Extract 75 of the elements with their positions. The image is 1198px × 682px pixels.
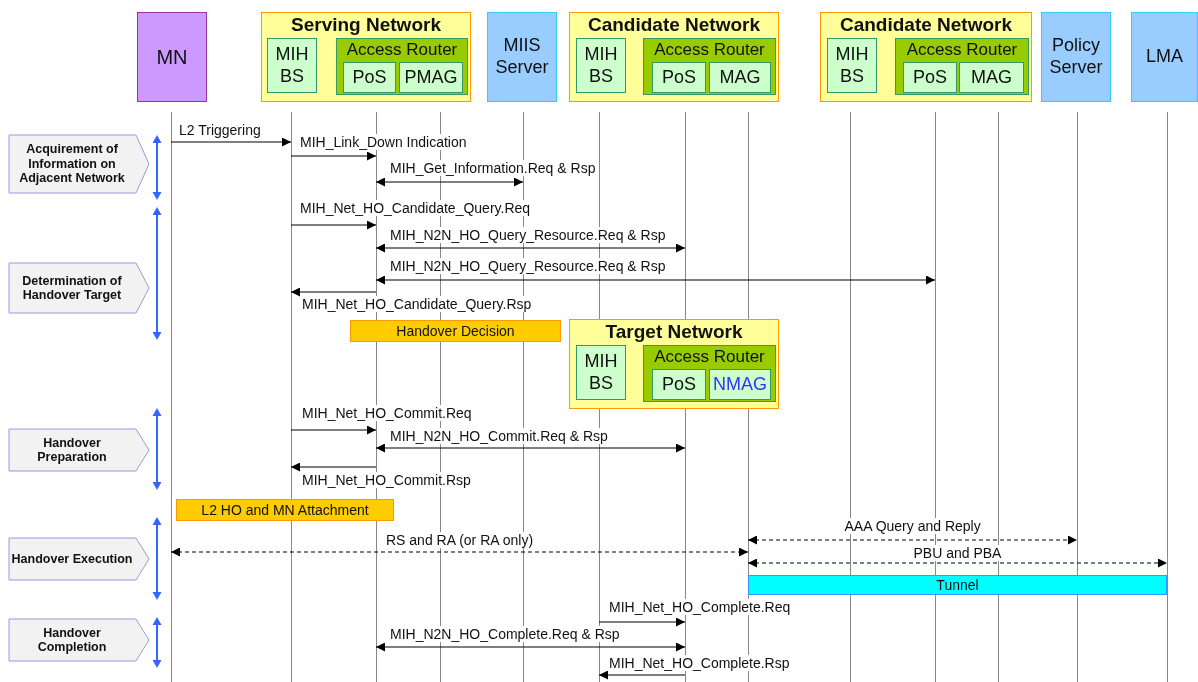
- phase-pentagon: Handover Preparation: [8, 428, 150, 472]
- arrow: [290, 287, 377, 297]
- arrow: [290, 220, 377, 230]
- arrow: [598, 617, 686, 627]
- edge-label: MIH_N2N_HO_Commit.Req & Rsp: [389, 428, 609, 444]
- arrow: [375, 642, 686, 652]
- edge-label: MIH_N2N_HO_Query_Resource.Req & Rsp: [389, 258, 667, 274]
- edge-label: MIH_Get_Information.Req & Rsp: [389, 160, 597, 176]
- phase-pentagon: Handover Completion: [8, 618, 150, 662]
- edge-label: PBU and PBA: [912, 545, 1003, 561]
- phase-pentagon: Handover Execution: [8, 537, 150, 581]
- component-box: PoS: [652, 369, 706, 400]
- lifeline: [1076, 112, 1079, 682]
- phase-pentagon: Determination of Handover Target: [8, 262, 150, 314]
- group-title: Access Router: [345, 40, 459, 61]
- edge-label: MIH_N2N_HO_Complete.Req & Rsp: [389, 626, 621, 642]
- arrow: [170, 547, 749, 557]
- component-box: PoS: [652, 62, 706, 93]
- arrow: [290, 462, 377, 472]
- lifeline: [170, 112, 173, 682]
- edge-label: MIH_Net_HO_Candidate_Query.Req: [299, 200, 532, 216]
- edge-label: MIH_Link_Down Indication: [299, 134, 468, 150]
- phase-pentagon: Acquirement of Information on Adjacent Network: [8, 134, 150, 194]
- network-group-box: [569, 12, 779, 102]
- group-title: Access Router: [653, 40, 766, 61]
- arrow: [598, 670, 686, 680]
- router-group-box: [643, 38, 776, 95]
- group-title: Access Router: [653, 347, 766, 368]
- router-group-box: [336, 38, 468, 95]
- component-box: MAG: [959, 62, 1024, 93]
- status-bar: Handover Decision: [350, 320, 561, 342]
- edge-label: MIH_Net_HO_Complete.Req: [608, 599, 792, 615]
- edge-label: AAA Query and Reply: [843, 518, 982, 534]
- edge-label: MIH_N2N_HO_Query_Resource.Req & Rsp: [389, 227, 667, 243]
- arrow: [375, 443, 686, 453]
- group-title: Candidate Network: [838, 14, 1014, 37]
- arrow: [747, 558, 1168, 568]
- group-title: Access Router: [905, 40, 1019, 61]
- component-box: MIH BS: [827, 38, 877, 93]
- group-title: Serving Network: [290, 14, 442, 37]
- status-bar: L2 HO and MN Attachment: [176, 499, 394, 521]
- component-box: MIH BS: [576, 345, 626, 400]
- arrow: [375, 177, 524, 187]
- edge-label: L2 Triggering: [178, 122, 262, 138]
- router-group-box: [895, 38, 1029, 95]
- participant-box: MN: [137, 12, 207, 102]
- arrow: [290, 425, 377, 435]
- component-box: MAG: [709, 62, 771, 93]
- edge-label: MIH_Net_HO_Complete.Rsp: [608, 655, 791, 671]
- network-group-box: [261, 12, 471, 102]
- group-title: Candidate Network: [586, 14, 762, 37]
- component-box: NMAG: [709, 369, 771, 400]
- arrow: [747, 535, 1078, 545]
- component-box: PMAG: [399, 62, 463, 93]
- server-box: LMA: [1131, 12, 1198, 102]
- router-group-box: [643, 345, 776, 402]
- edge-label: MIH_Net_HO_Commit.Req: [301, 405, 473, 421]
- component-box: PoS: [903, 62, 957, 93]
- group-title: Target Network: [604, 321, 744, 344]
- server-box: Policy Server: [1041, 12, 1111, 102]
- tunnel-bar: Tunnel: [748, 575, 1167, 595]
- component-box: PoS: [343, 62, 396, 93]
- network-group-box: [569, 319, 779, 409]
- arrow: [375, 275, 936, 285]
- arrow: [290, 151, 377, 161]
- network-group-box: [820, 12, 1032, 102]
- arrow: [170, 137, 292, 147]
- edge-label: MIH_Net_HO_Commit.Rsp: [301, 472, 472, 488]
- edge-label: RS and RA (or RA only): [385, 532, 535, 548]
- component-box: MIH BS: [267, 38, 317, 93]
- component-box: MIH BS: [576, 38, 626, 93]
- arrow: [375, 243, 686, 253]
- edge-label: MIH_Net_HO_Candidate_Query.Rsp: [301, 296, 533, 312]
- server-box: MIIS Server: [487, 12, 557, 102]
- lifeline: [1166, 112, 1169, 682]
